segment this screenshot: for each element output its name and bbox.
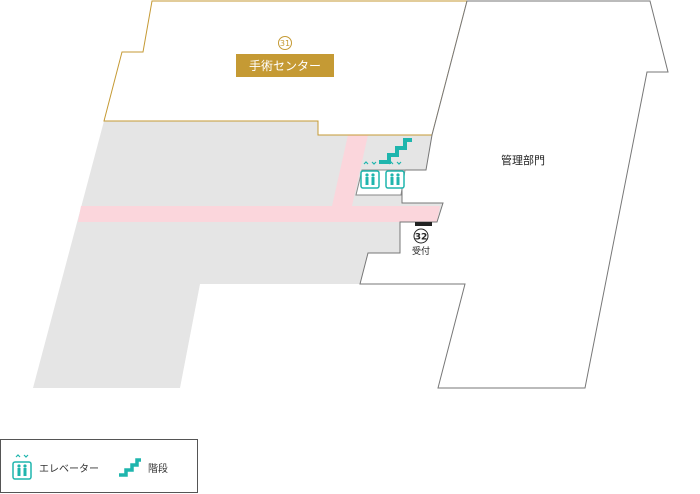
reception-number-badge bbox=[413, 228, 429, 244]
reception-number: 32 bbox=[415, 233, 428, 243]
surgery-label: 手術センター bbox=[249, 59, 321, 73]
stairs-icon[interactable] bbox=[379, 138, 412, 164]
route-vertical bbox=[332, 135, 368, 206]
surgery-number: 31 bbox=[280, 39, 290, 48]
elevator-icon bbox=[12, 454, 32, 480]
legend: エレベーター 階段 bbox=[0, 439, 198, 493]
reception-label: 受付 bbox=[412, 245, 430, 257]
legend-elevator: エレベーター bbox=[11, 453, 99, 481]
surgery-number-badge bbox=[278, 36, 292, 50]
elevator-icon[interactable] bbox=[360, 161, 380, 189]
legend-stairs-label: 階段 bbox=[148, 463, 168, 475]
admin-label: 管理部門 bbox=[501, 153, 545, 167]
reception-counter bbox=[415, 222, 432, 226]
elevator-icon[interactable] bbox=[385, 161, 405, 189]
stairs-icon bbox=[119, 458, 141, 477]
route-horizontal bbox=[78, 206, 440, 222]
admin-room[interactable] bbox=[359, 0, 669, 389]
legend-stairs: 階段 bbox=[118, 453, 168, 481]
legend-elevator-label: エレベーター bbox=[39, 463, 99, 475]
surgery-label-bg bbox=[236, 54, 334, 77]
